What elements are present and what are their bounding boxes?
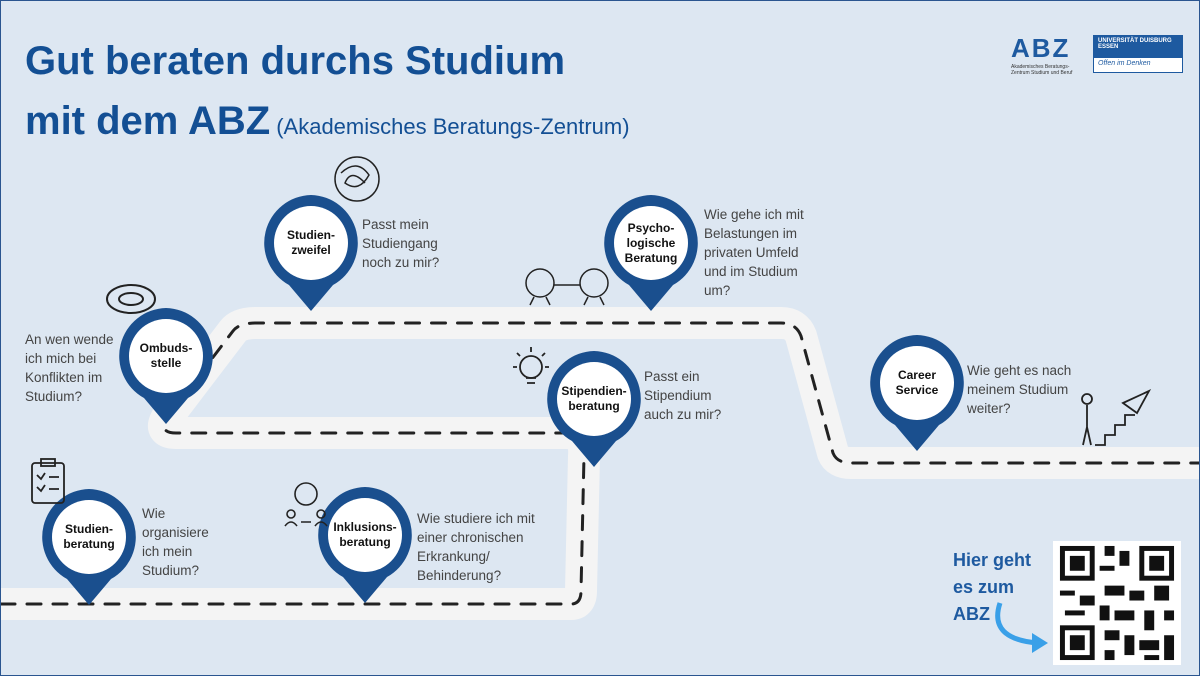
inclusion-group-icon (284, 482, 328, 527)
pin-studienzweifel[interactable]: Studien- zweifel (261, 193, 361, 313)
pin-psychologische-beratung[interactable]: Psycho- logische Beratung (601, 193, 701, 313)
map-pin-icon (547, 351, 641, 467)
ude-logo: UNIVERSITÄT DUISBURG ESSEN Offen im Denk… (1093, 35, 1183, 73)
map-pin-icon (119, 308, 213, 424)
pin-label: Studien- zweifel (287, 228, 335, 257)
question-career-service: Wie geht es nach meinem Studium weiter? (967, 363, 1072, 416)
map-pin-icon (42, 489, 136, 605)
map-pin-icon (264, 195, 358, 311)
pin-label: Inklusions- beratung (333, 520, 397, 549)
lightbulb-icon (513, 347, 549, 384)
title-line1: Gut beraten durchs Studium (25, 39, 566, 83)
question-stipendienberatung: Passt ein Stipendium auch zu mir? (644, 369, 722, 422)
question-studienzweifel: Passt mein Studiengang noch zu mir? (362, 217, 440, 270)
question-ombudsstelle: An wen wende ich mich bei Konflikten im … (25, 332, 114, 404)
pin-stipendienberatung[interactable]: Stipendien- beratung (544, 349, 644, 469)
abz-logo: ABZ Akademisches Beratungs-Zentrum Studi… (1011, 33, 1081, 76)
pin-label: Career Service (895, 368, 939, 397)
abz-logo-subtext: Akademisches Beratungs-Zentrum Studium u… (1011, 64, 1073, 76)
clipboard-checklist-icon (31, 458, 65, 504)
qr-code[interactable] (1053, 541, 1181, 665)
ude-slogan: Offen im Denken (1098, 60, 1151, 67)
pin-label: Ombuds- stelle (139, 341, 193, 370)
title-line2: mit dem ABZ(Akademisches Beratungs-Zentr… (25, 99, 630, 144)
pin-label: Studien- beratung (63, 522, 115, 551)
pin-career-service[interactable]: Career Service (867, 333, 967, 453)
stairs-paper-plane-icon (1081, 389, 1152, 446)
pin-inklusionsberatung[interactable]: Inklusions- beratung (315, 485, 415, 605)
map-pin-icon (318, 487, 412, 603)
abz-logo-text: ABZ (1011, 33, 1071, 63)
question-studienberatung: Wie organisiere ich mein Studium? (142, 506, 209, 578)
qr-code-icon (1059, 545, 1175, 661)
subtitle: (Akademisches Beratungs-Zentrum) (276, 114, 630, 139)
title-abz: mit dem ABZ (25, 99, 271, 143)
map-pin-icon (870, 335, 964, 451)
lifebuoy-icon (106, 284, 156, 314)
qr-caption-text: Hier geht es zum ABZ (953, 550, 1032, 624)
qr-caption: Hier geht es zum ABZ (953, 547, 1043, 628)
question-psychologische-beratung: Wie gehe ich mit Belastungen im privaten… (704, 207, 804, 298)
curved-arrow-icon (995, 602, 1048, 653)
map-pin-icon (604, 195, 698, 311)
pin-ombudsstelle[interactable]: Ombuds- stelle (116, 306, 216, 426)
tangled-thoughts-icon (334, 156, 380, 202)
question-inklusionsberatung: Wie studiere ich mit einer chronischen E… (417, 511, 535, 583)
pin-label: Stipendien- beratung (561, 384, 627, 413)
characters-holding-hands-icon (525, 268, 609, 306)
ude-logo-text: UNIVERSITÄT DUISBURG ESSEN (1094, 36, 1182, 58)
pin-label: Psycho- logische Beratung (624, 220, 678, 265)
pin-studienberatung[interactable]: Studien- beratung (39, 487, 139, 607)
